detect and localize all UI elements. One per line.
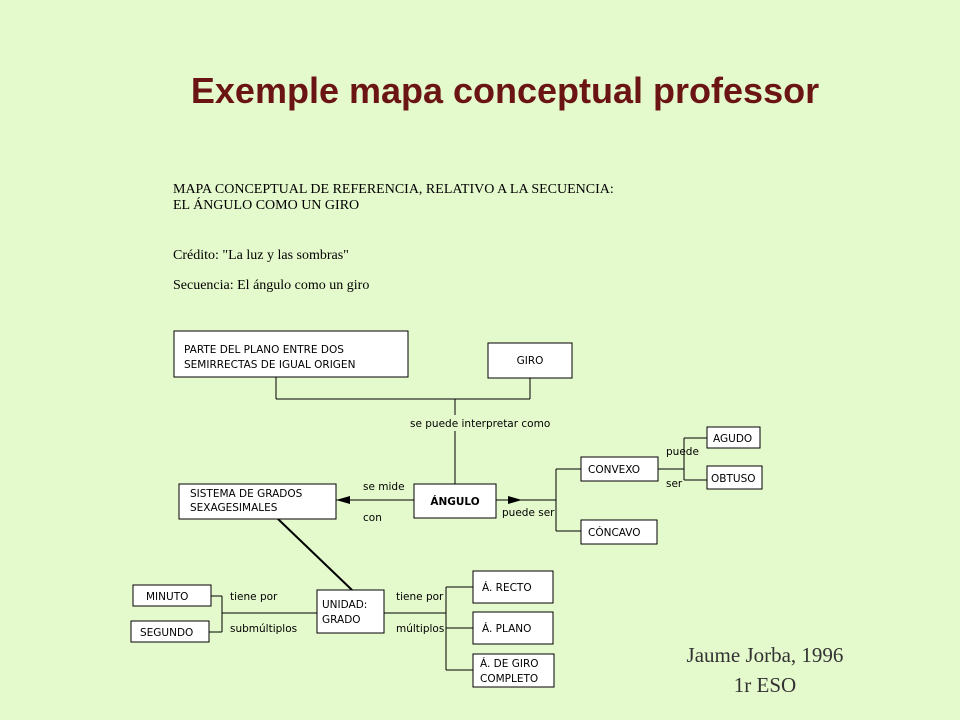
node-concavo: CÓNCAVO bbox=[580, 519, 658, 545]
node-label: AGUDO bbox=[713, 433, 752, 445]
link-label: tiene por bbox=[230, 591, 278, 603]
connector-lines bbox=[209, 377, 707, 671]
link-label: se puede interpretar como bbox=[410, 418, 550, 430]
node-label: SEMIRRECTAS DE IGUAL ORIGEN bbox=[184, 359, 355, 371]
node-convexo: CONVEXO bbox=[580, 456, 659, 482]
course-label: 1r ESO bbox=[733, 673, 797, 697]
arrow-head-left bbox=[336, 496, 350, 504]
node-label: SISTEMA DE GRADOS bbox=[190, 488, 303, 500]
credit-text: Crédito: "La luz y las sombras" bbox=[173, 248, 349, 263]
link-labels: se puede interpretar como se mide con pu… bbox=[230, 415, 699, 635]
slide-title: Exemple mapa conceptual professor bbox=[190, 70, 820, 111]
document-heading: MAPA CONCEPTUAL DE REFERENCIA, RELATIVO … bbox=[173, 182, 614, 214]
sequence-text: Secuencia: El ángulo como un giro bbox=[173, 278, 370, 293]
node-label: CONVEXO bbox=[588, 464, 640, 476]
node-label: GRADO bbox=[322, 614, 361, 626]
arrow-head-right bbox=[508, 496, 522, 504]
node-label: GIRO bbox=[517, 355, 544, 367]
link-label: tiene por bbox=[396, 591, 444, 603]
node-label: SEGUNDO bbox=[140, 627, 193, 639]
node-label: MINUTO bbox=[146, 591, 188, 603]
node-label: ÁNGULO bbox=[430, 495, 479, 508]
heading-line-1: MAPA CONCEPTUAL DE REFERENCIA, RELATIVO … bbox=[173, 182, 614, 197]
author-name: Jaume Jorba, 1996 bbox=[686, 643, 844, 667]
node-giro: GIRO bbox=[487, 342, 573, 379]
node-label: Á. DE GIRO bbox=[480, 657, 539, 670]
node-label: UNIDAD: bbox=[322, 599, 367, 611]
node-segundo: SEGUNDO bbox=[130, 620, 210, 643]
node-label: PARTE DEL PLANO ENTRE DOS bbox=[184, 344, 344, 356]
link-label: ser bbox=[666, 478, 683, 490]
node-label: SEXAGESIMALES bbox=[190, 502, 278, 514]
link-label: submúltiplos bbox=[230, 623, 297, 635]
link-label: puede ser bbox=[502, 507, 555, 519]
node-label: Á. PLANO bbox=[482, 622, 531, 635]
node-giro-completo: Á. DE GIRO COMPLETO bbox=[472, 653, 555, 688]
node-label: COMPLETO bbox=[480, 673, 538, 685]
node-label: OBTUSO bbox=[711, 473, 756, 485]
link-label: puede bbox=[666, 446, 699, 458]
node-angulo: ÁNGULO bbox=[413, 483, 497, 519]
link-label: se mide bbox=[363, 481, 405, 493]
node-label: CÓNCAVO bbox=[588, 526, 641, 539]
heading-line-2: EL ÁNGULO COMO UN GIRO bbox=[173, 198, 360, 213]
node-unidad-grado: UNIDAD: GRADO bbox=[316, 589, 385, 634]
node-plano: Á. PLANO bbox=[472, 611, 554, 645]
author-block: Jaume Jorba, 1996 1r ESO bbox=[640, 640, 890, 700]
link-label: múltiplos bbox=[396, 623, 444, 635]
node-minuto: MINUTO bbox=[132, 584, 212, 607]
node-parte-del-plano: PARTE DEL PLANO ENTRE DOS SEMIRRECTAS DE… bbox=[173, 330, 409, 378]
node-recto: Á. RECTO bbox=[472, 570, 554, 604]
node-label: Á. RECTO bbox=[482, 581, 532, 594]
node-obtuso: OBTUSO bbox=[706, 465, 763, 490]
node-sistema-grados: SISTEMA DE GRADOS SEXAGESIMALES bbox=[178, 483, 337, 520]
node-agudo: AGUDO bbox=[706, 426, 761, 449]
link-label: con bbox=[363, 512, 382, 524]
